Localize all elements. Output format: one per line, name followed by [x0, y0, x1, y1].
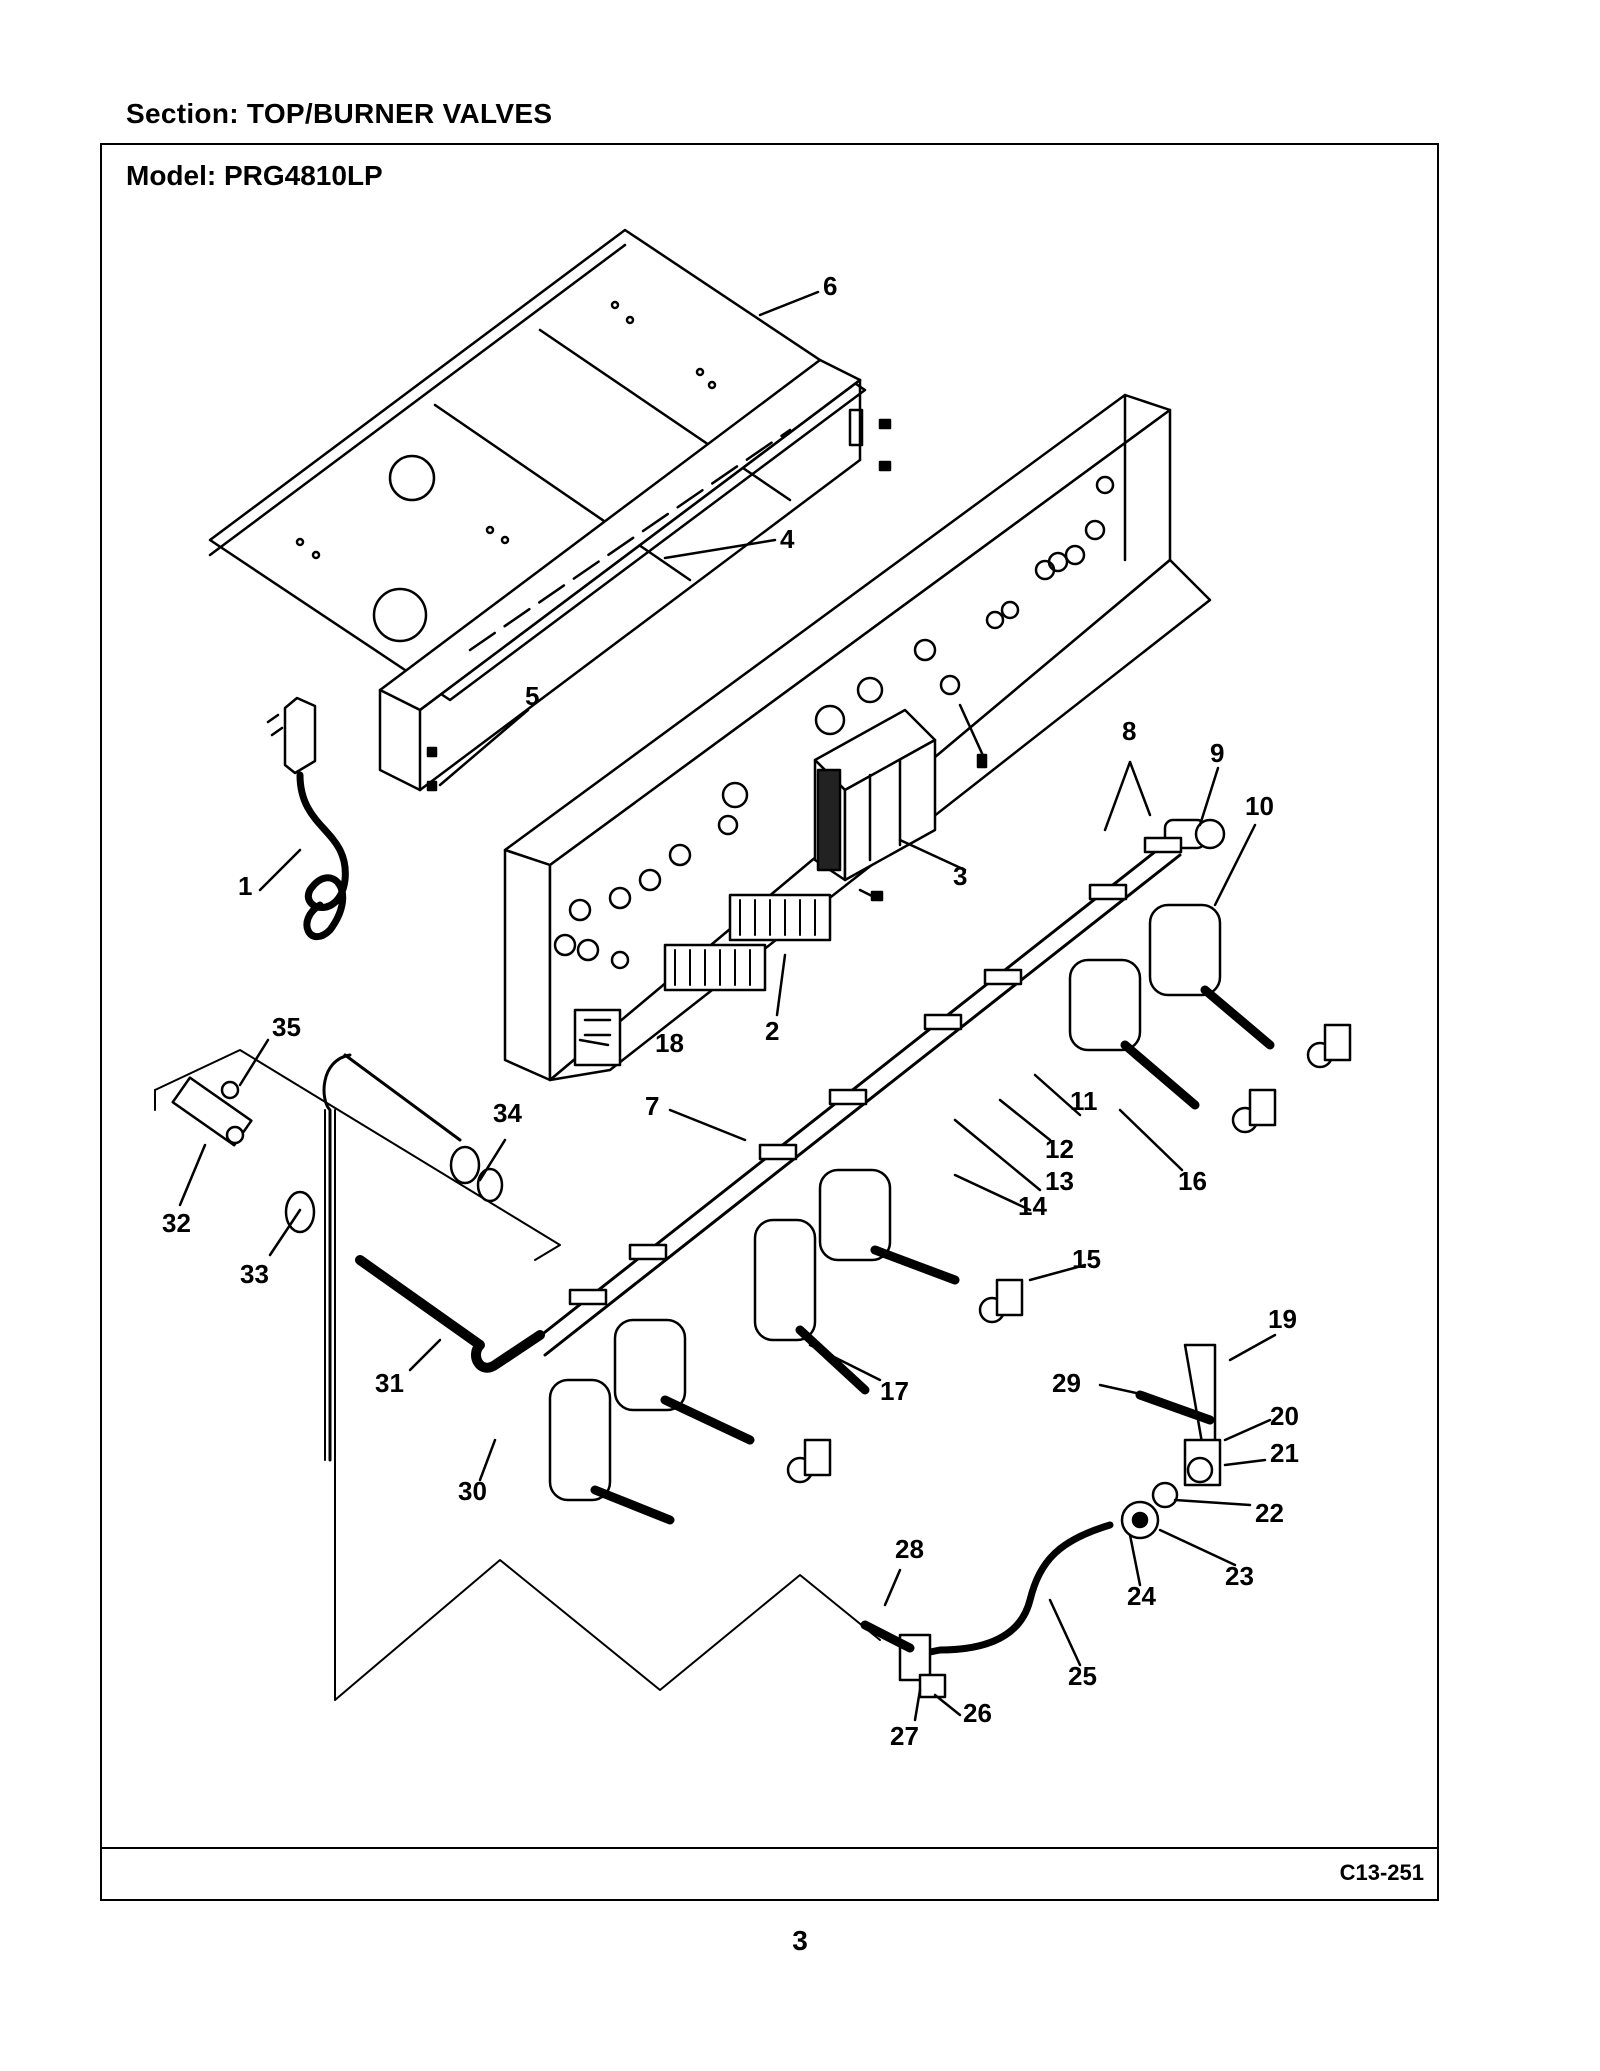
- section-title: Section: TOP/BURNER VALVES: [126, 98, 553, 129]
- callout-16: 16: [1178, 1166, 1207, 1196]
- callout-8: 8: [1122, 716, 1136, 746]
- callout-2: 2: [765, 1016, 779, 1046]
- model-title: Model: PRG4810LP: [126, 160, 383, 191]
- footer-divider: [100, 1847, 1439, 1849]
- callout-12: 12: [1045, 1134, 1074, 1164]
- callout-9: 9: [1210, 738, 1224, 768]
- page-number: 3: [792, 1925, 808, 1956]
- callout-33: 33: [240, 1259, 269, 1289]
- callout-19: 19: [1268, 1304, 1297, 1334]
- callout-26: 26: [963, 1698, 992, 1728]
- callout-11: 11: [1070, 1086, 1098, 1116]
- callout-29: 29: [1052, 1368, 1081, 1398]
- callout-3: 3: [953, 861, 967, 891]
- callout-17: 17: [880, 1376, 909, 1406]
- callout-27: 27: [890, 1721, 919, 1751]
- terminal-blocks-part-2: [663, 893, 832, 992]
- callout-20: 20: [1270, 1401, 1299, 1431]
- top-panel-part-6: [208, 228, 867, 702]
- callout-28: 28: [895, 1534, 924, 1564]
- leader-lines: [178, 290, 1277, 1722]
- regulator-assembly-parts-19-29: [860, 1343, 1222, 1699]
- callout-34: 34: [493, 1098, 522, 1128]
- diagram-frame: [100, 143, 1439, 1901]
- callout-30: 30: [458, 1476, 487, 1506]
- callout-25: 25: [1068, 1661, 1097, 1691]
- pipe-fittings-parts-32-35: [171, 1076, 504, 1234]
- callout-numbers: 1 2 3 4 5 6 7 8 9 10 11 12 13 14 15 16 1…: [162, 271, 1299, 1751]
- power-cord-part-1: [266, 696, 349, 941]
- callout-4: 4: [780, 524, 795, 554]
- callout-14: 14: [1018, 1191, 1047, 1221]
- callout-7: 7: [645, 1091, 659, 1121]
- callout-24: 24: [1127, 1581, 1156, 1611]
- callout-18: 18: [655, 1028, 684, 1058]
- callout-6: 6: [823, 271, 837, 301]
- callout-32: 32: [162, 1208, 191, 1238]
- knob-brackets-part-15: [786, 1023, 1352, 1484]
- callout-35: 35: [272, 1012, 301, 1042]
- manifold-clamps: [568, 836, 1183, 1306]
- diagram-code: C13-251: [1339, 1860, 1424, 1885]
- callout-31: 31: [375, 1368, 404, 1398]
- callout-22: 22: [1255, 1498, 1284, 1528]
- callout-1: 1: [238, 871, 252, 901]
- callout-5: 5: [525, 681, 539, 711]
- exploded-parts-diagram: 1 2 3 4 5 6 7 8 9 10 11 12 13 14 15 16 1…: [154, 228, 1352, 1751]
- callout-15: 15: [1072, 1244, 1101, 1274]
- callout-10: 10: [1245, 791, 1274, 821]
- switch-block-part-3: [813, 703, 988, 902]
- callout-23: 23: [1225, 1561, 1254, 1591]
- callout-13: 13: [1045, 1166, 1074, 1196]
- callout-21: 21: [1270, 1438, 1299, 1468]
- burner-valves: [548, 903, 1275, 1525]
- supply-pipe: [154, 1049, 881, 1701]
- front-rail-part-4: [378, 358, 892, 792]
- bracket-part-18: [573, 1008, 622, 1067]
